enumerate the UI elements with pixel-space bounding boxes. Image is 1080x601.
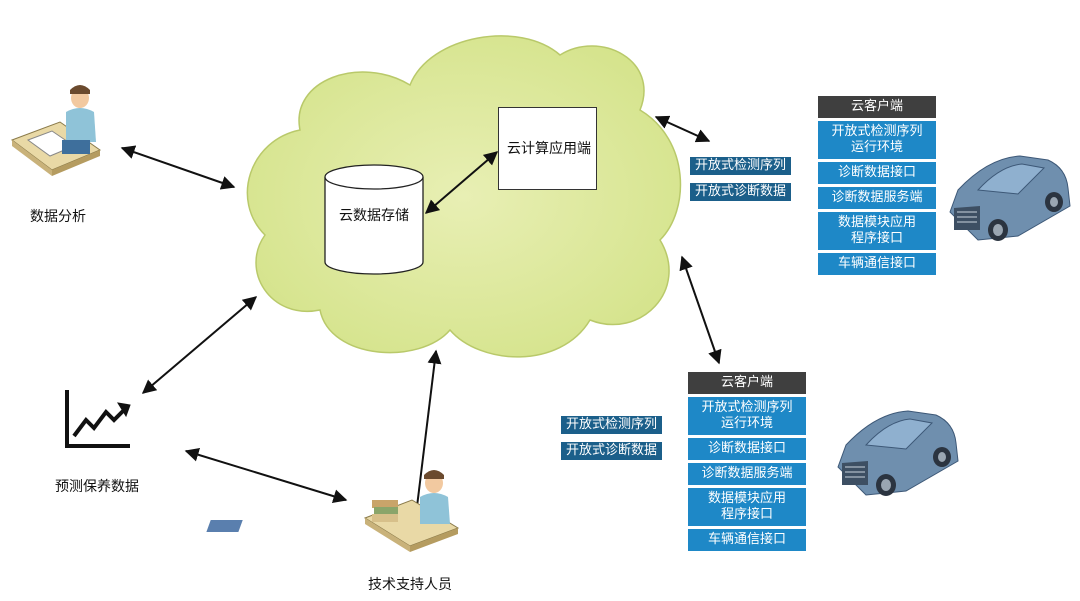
tag-open-test-sequence: 开放式检测序列 bbox=[690, 157, 792, 175]
client-item: 开放式检测序列 运行环境 bbox=[688, 397, 806, 435]
client-item: 诊断数据服务端 bbox=[818, 187, 936, 209]
label-predictive-data: 预测保养数据 bbox=[55, 479, 139, 495]
car-icon-top bbox=[949, 155, 1071, 241]
tag-open-diagnostic-data: 开放式诊断数据 bbox=[690, 183, 792, 201]
client-item: 数据模块应用 程序接口 bbox=[688, 488, 806, 526]
client-item: 车辆通信接口 bbox=[818, 253, 936, 275]
support-person-icon bbox=[206, 470, 460, 552]
client-panel-bottom: 云客户端 开放式检测序列 运行环境 诊断数据接口 诊断数据服务端 数据模块应用 … bbox=[688, 372, 806, 554]
trend-chart-icon bbox=[65, 390, 131, 448]
client-item: 诊断数据接口 bbox=[688, 438, 806, 460]
arrow-predictive-cloud bbox=[141, 296, 258, 394]
client-item: 诊断数据接口 bbox=[818, 162, 936, 184]
car-icon-bottom bbox=[837, 410, 959, 496]
client-item: 车辆通信接口 bbox=[688, 529, 806, 551]
arrow-storage-app bbox=[424, 151, 499, 214]
client-panel-top: 云客户端 开放式检测序列 运行环境 诊断数据接口 诊断数据服务端 数据模块应用 … bbox=[818, 96, 936, 278]
client-header: 云客户端 bbox=[688, 372, 806, 394]
tag-open-diagnostic-data: 开放式诊断数据 bbox=[561, 442, 663, 460]
arrow-analysis-cloud bbox=[120, 145, 236, 190]
client-header: 云客户端 bbox=[818, 96, 936, 118]
client-item: 诊断数据服务端 bbox=[688, 463, 806, 485]
arrow-cloud-client-bottom bbox=[679, 255, 722, 365]
arrow-support-cloud bbox=[409, 349, 442, 525]
arrow-predictive-support bbox=[184, 447, 348, 504]
client-item: 开放式检测序列 运行环境 bbox=[818, 121, 936, 159]
tag-open-test-sequence: 开放式检测序列 bbox=[561, 416, 663, 434]
database-icon bbox=[324, 164, 424, 275]
cloud-app-box: 云计算应用端 bbox=[498, 107, 597, 190]
analyst-person-icon bbox=[10, 85, 102, 176]
label-data-analysis: 数据分析 bbox=[30, 209, 86, 225]
client-item: 数据模块应用 程序接口 bbox=[818, 212, 936, 250]
label-cloud-storage: 云数据存储 bbox=[339, 208, 409, 224]
cloud-shape bbox=[246, 35, 682, 358]
label-cloud-app: 云计算应用端 bbox=[507, 141, 591, 157]
arrow-cloud-client-top bbox=[654, 115, 711, 143]
label-tech-support: 技术支持人员 bbox=[368, 577, 452, 593]
